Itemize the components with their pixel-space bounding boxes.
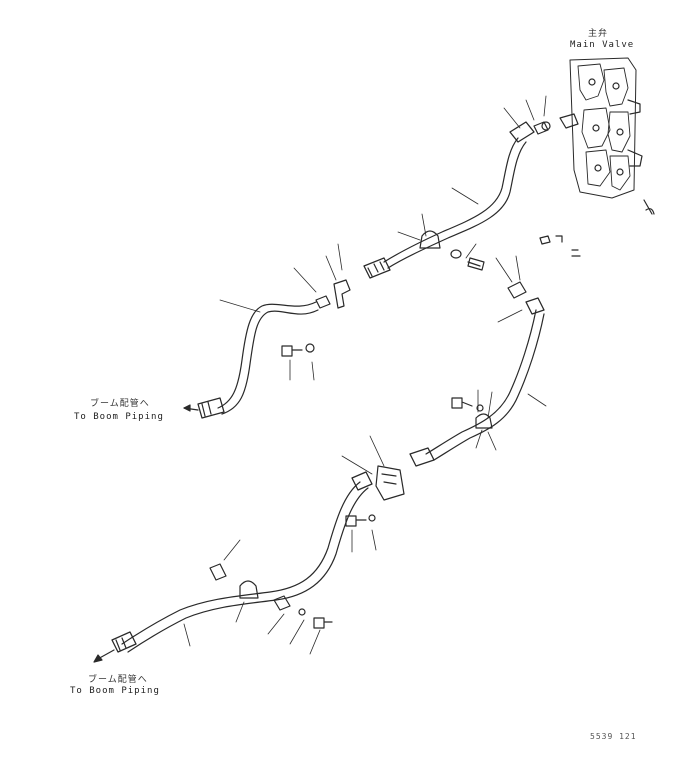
adapter-fitting — [315, 295, 331, 309]
clamp-half — [273, 595, 291, 611]
bolt-assembly — [298, 608, 333, 629]
bolt-assembly — [450, 249, 485, 271]
hose-clamp — [419, 230, 441, 249]
clamp-half — [209, 563, 227, 581]
bolt-assembly — [281, 343, 315, 357]
right-hose — [409, 281, 545, 467]
lower-hose — [111, 471, 373, 653]
hose-clamp — [239, 580, 259, 599]
detail-mark — [645, 208, 655, 215]
upper-hose — [363, 121, 551, 279]
main-valve-block — [559, 57, 643, 199]
boom-piping-label-upper: To Boom Piping — [74, 412, 164, 422]
left-hose — [197, 301, 319, 419]
mounting-bracket — [375, 465, 405, 501]
arrow-head — [93, 654, 103, 663]
hose-clamp — [475, 413, 493, 429]
bolt-assembly — [451, 397, 484, 412]
detail-mark — [571, 249, 581, 257]
leader-line — [643, 199, 653, 215]
bolt-assembly — [345, 514, 376, 527]
leader-lines — [183, 95, 547, 655]
main-valve-label-jp: 主弁 — [588, 29, 609, 39]
main-valve-label: Main Valve — [570, 40, 635, 50]
elbow-fitting — [333, 279, 351, 309]
arrow-head — [183, 404, 191, 412]
drawing-code: 5539 121 — [590, 732, 637, 741]
detail-mark — [539, 235, 563, 245]
boom-piping-label-upper-jp: ブーム配管へ — [90, 399, 150, 409]
boom-piping-label-lower: To Boom Piping — [70, 686, 160, 696]
boom-piping-label-lower-jp: ブーム配管へ — [88, 675, 148, 685]
